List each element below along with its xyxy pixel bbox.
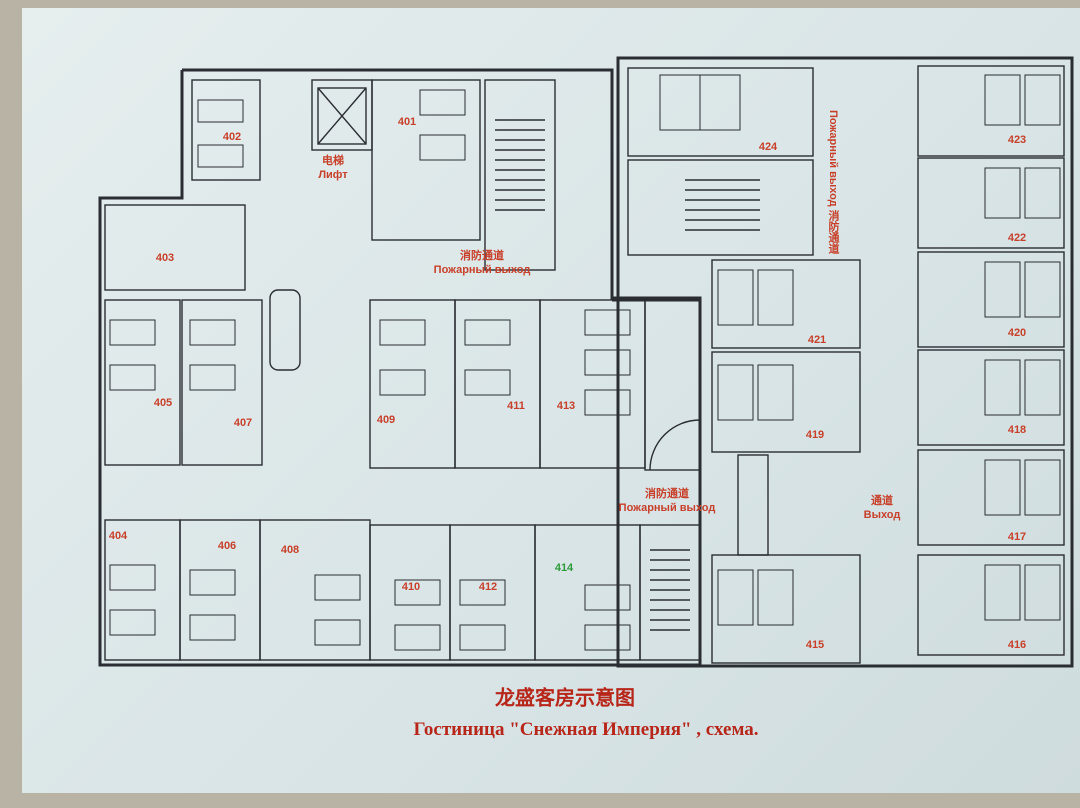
plan-title: 龙盛客房示意图 xyxy=(495,687,635,710)
room-418-label: 418 xyxy=(1007,424,1027,436)
exit-right-ru: Выход xyxy=(863,509,901,521)
fire-exit-middle-cn: 消防通道 xyxy=(644,488,689,500)
room-402-label: 402 xyxy=(222,131,242,143)
floor-plan-sheet xyxy=(22,8,1080,793)
fire-exit-vertical-label: Пожарный выход 消防通道 xyxy=(826,110,840,254)
room-415-label: 415 xyxy=(805,639,825,651)
room-403-label: 403 xyxy=(155,252,175,264)
room-419-label: 419 xyxy=(805,429,825,441)
fire-exit-middle-ru: Пожарный выход xyxy=(618,502,716,514)
room-401-label: 401 xyxy=(397,116,417,128)
room-408-label: 408 xyxy=(280,544,300,556)
room-423-label: 423 xyxy=(1007,134,1027,146)
room-413-label: 413 xyxy=(556,400,576,412)
room-406-label: 406 xyxy=(217,540,237,552)
room-407-label: 407 xyxy=(233,417,253,429)
room-405-label: 405 xyxy=(153,397,173,409)
plan-subtitle: Гостиница "Снежная Империя" , схема. xyxy=(413,719,759,740)
fire-exit-top-cn: 消防通道 xyxy=(459,250,504,262)
room-424-label: 424 xyxy=(758,141,778,153)
room-404-label: 404 xyxy=(108,530,128,542)
exit-right-cn: 通道 xyxy=(871,495,893,507)
room-416-label: 416 xyxy=(1007,639,1027,651)
room-417-label: 417 xyxy=(1007,531,1027,543)
fire-exit-vertical-cn: 消防通道 xyxy=(827,209,839,254)
room-420-label: 420 xyxy=(1007,327,1027,339)
lift-cn: 电梯 xyxy=(321,155,344,167)
room-409-label: 409 xyxy=(376,414,396,426)
room-412-label: 412 xyxy=(478,581,498,593)
room-414-label: 414 xyxy=(554,562,574,574)
fire-exit-top-label: 消防通道 Пожарный выход xyxy=(434,249,531,277)
room-411-label: 411 xyxy=(507,400,525,412)
exit-right-label: 通道 Выход xyxy=(864,494,901,522)
room-410-label: 410 xyxy=(401,581,421,593)
fire-exit-top-ru: Пожарный выход xyxy=(433,264,531,276)
lift-ru: Лифт xyxy=(318,169,348,181)
lift-label: 电梯 Лифт xyxy=(318,154,347,182)
room-422-label: 422 xyxy=(1007,232,1027,244)
fire-exit-middle-label: 消防通道 Пожарный выход xyxy=(619,487,716,515)
room-421-label: 421 xyxy=(807,334,827,346)
fire-exit-vertical-ru: Пожарный выход xyxy=(827,110,839,207)
